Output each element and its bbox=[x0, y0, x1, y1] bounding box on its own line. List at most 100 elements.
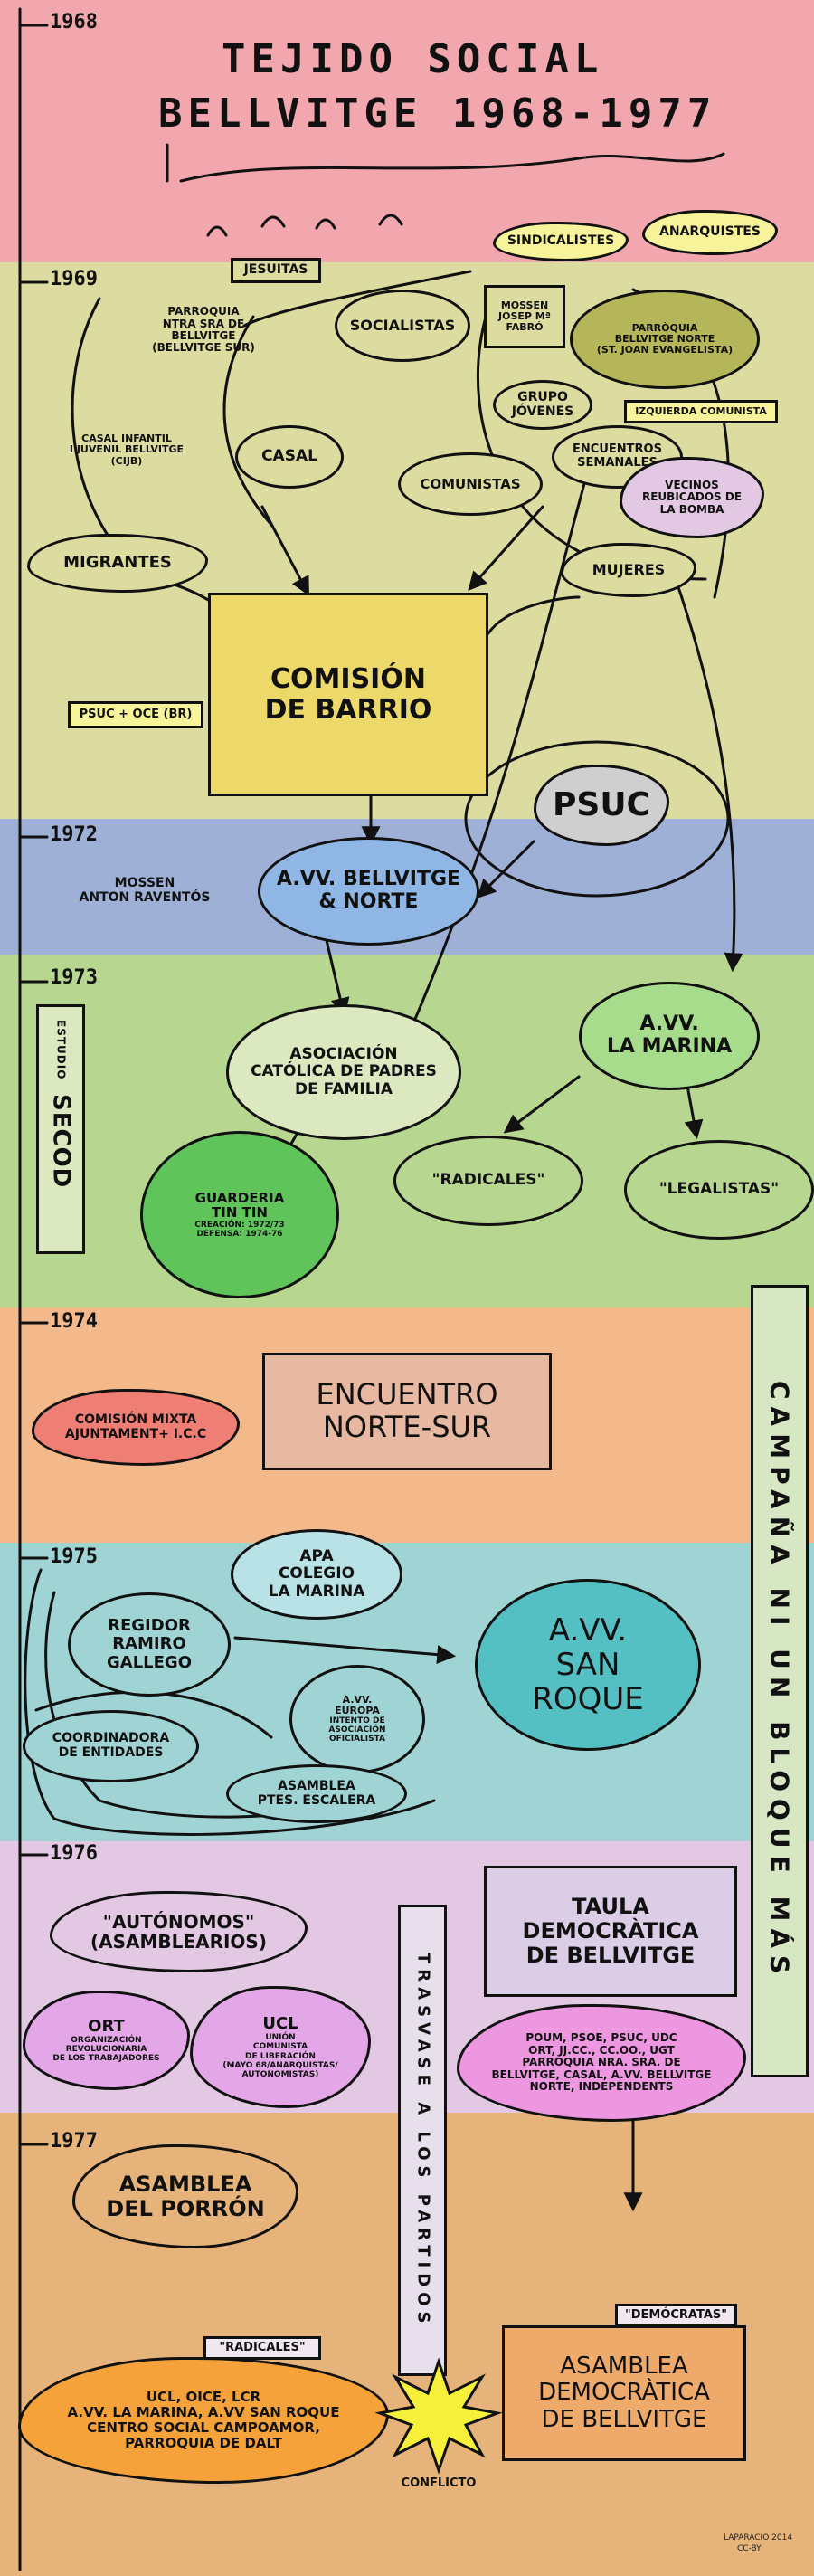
year-1977: 1977 bbox=[50, 2130, 98, 2153]
estudio-text: ESTUDIO bbox=[54, 1020, 68, 1080]
mossen-fabro-line: MOSSEN bbox=[500, 299, 549, 311]
radicales-77-line: UCL, OICE, LCR bbox=[146, 2389, 261, 2406]
node-migrantes: MIGRANTES bbox=[27, 534, 208, 593]
node-mujeres: MUJERES bbox=[561, 543, 696, 597]
parroquia-sur-line: NTRA SRA DE bbox=[162, 317, 245, 330]
node-psuc-oce: PSUC + OCE (BR) bbox=[68, 701, 204, 728]
node-autonomos: "AUTÓNOMOS"(ASAMBLEARIOS) bbox=[50, 1891, 308, 1972]
parroquia-sur-line: (BELLVITGE SUR) bbox=[152, 341, 255, 355]
conflicto-shape bbox=[375, 2357, 502, 2475]
comision-mixta-line: COMISIÓN MIXTA bbox=[74, 1412, 197, 1427]
mossen-fabro-line: FABRÓ bbox=[506, 321, 544, 334]
migrantes-label: MIGRANTES bbox=[63, 553, 172, 573]
node-avv-la-marina: A.VV.LA MARINA bbox=[579, 982, 760, 1090]
year-1972: 1972 bbox=[50, 823, 98, 846]
comunistas-label: COMUNISTAS bbox=[420, 475, 521, 492]
grupo-jovenes-line: GRUPO bbox=[517, 389, 568, 404]
avv-europa-line: OFICIALISTA bbox=[328, 1735, 386, 1744]
asamblea-democratica-line: DEMOCRÀTICA bbox=[538, 2379, 710, 2407]
avv-europa-line: INTENTO DE bbox=[329, 1716, 385, 1726]
encuentros-line: ENCUENTROS bbox=[573, 442, 662, 457]
legalistas-label: "LEGALISTAS" bbox=[658, 1180, 780, 1199]
avv-europa-line: ASOCIACIÓN bbox=[328, 1725, 386, 1735]
year-1973: 1973 bbox=[50, 966, 98, 989]
comision-barrio-line: COMISIÓN bbox=[270, 662, 426, 695]
casal-label: CASAL bbox=[261, 447, 317, 466]
node-avv-bellvitge-norte: A.VV. BELLVITGE& NORTE bbox=[258, 837, 479, 946]
asamblea-escalera-line: PTES. ESCALERA bbox=[257, 1792, 376, 1808]
guarderia-line: CREACIÓN: 1972/73 bbox=[194, 1221, 285, 1231]
catolica-padres-line: CATÓLICA DE PADRES bbox=[251, 1062, 437, 1081]
avv-san-roque-line: ROQUE bbox=[532, 1681, 644, 1718]
tavla-members-line: PARRÒQUIA NRA. SRA. DE bbox=[522, 2056, 681, 2069]
secod-text: SECOD bbox=[47, 1094, 75, 1189]
radicales-77-label-label: "RADICALES" bbox=[219, 2340, 306, 2354]
node-comunistas: COMUNISTAS bbox=[398, 452, 543, 516]
label-trasvase-partidos: TRASVASE A LOS PARTIDOS bbox=[398, 1905, 447, 2376]
vecinos-bomba-line: REUBICADOS DE bbox=[641, 490, 743, 504]
psuc-label: PSUC bbox=[553, 785, 650, 823]
conflicto-label: CONFLICTO bbox=[401, 2476, 477, 2490]
conflicto-starburst bbox=[375, 2357, 502, 2475]
ort-line: DE LOS TRABAJADORES bbox=[52, 2054, 160, 2064]
mujeres-label: MUJERES bbox=[592, 561, 666, 579]
coordinadora-line: DE ENTIDADES bbox=[58, 1745, 164, 1760]
year-1969: 1969 bbox=[50, 268, 98, 290]
autonomos-line: (ASAMBLEARIOS) bbox=[90, 1931, 267, 1953]
apa-colegio-line: LA MARINA bbox=[268, 1582, 365, 1601]
tavla-members-line: ORT, JJ.CC., CC.OO., UGT bbox=[528, 2043, 675, 2057]
grupo-jovenes-line: JÓVENES bbox=[511, 404, 574, 419]
tavla-members-line: POUM, PSOE, PSUC, UDC bbox=[525, 2031, 677, 2045]
avv-marina-line: A.VV. bbox=[639, 1012, 699, 1036]
ort-line: ORGANIZACIÓN bbox=[71, 2035, 142, 2045]
radicales-73-label: "RADICALES" bbox=[431, 1171, 545, 1190]
label-campana-ni-un-bloque-mas: CAMPAÑA NI UN BLOQUE MÁS bbox=[751, 1285, 809, 2077]
trasvase-text: TRASVASE A LOS PARTIDOS bbox=[413, 1952, 433, 2329]
casal-infantil-line: (CIJB) bbox=[110, 454, 143, 467]
asamblea-democratica-line: ASAMBLEA bbox=[560, 2353, 688, 2381]
avv-marina-line: LA MARINA bbox=[606, 1035, 733, 1058]
node-conflicto: CONFLICTO bbox=[380, 2475, 497, 2493]
node-radicales-1973: "RADICALES" bbox=[393, 1136, 583, 1226]
node-casal: CASAL bbox=[235, 425, 344, 489]
guarderia-line: GUARDERIA bbox=[194, 1189, 285, 1206]
mossen-raventos-line: MOSSEN bbox=[114, 876, 175, 891]
label-estudio-secod: ESTUDIO SECOD bbox=[36, 1004, 85, 1254]
izquierda-comunista-label: IZQUIERDA COMUNISTA bbox=[635, 404, 767, 417]
tavla-line: DE BELLVITGE bbox=[525, 1942, 696, 1968]
ucl-line: DE LIBERACIÓN bbox=[245, 2051, 316, 2061]
node-socialistas: SOCIALISTAS bbox=[335, 290, 470, 362]
tavla-line: TAULA bbox=[572, 1894, 649, 1920]
psuc-oce-label: PSUC + OCE (BR) bbox=[79, 707, 193, 721]
jesuitas-label: JESUITAS bbox=[243, 262, 308, 278]
parroquia-norte-line: (ST. JOAN EVANGELISTA) bbox=[596, 344, 734, 356]
asamblea-escalera-line: ASAMBLEA bbox=[278, 1778, 355, 1793]
encuentro-norte-sur-line: NORTE-SUR bbox=[322, 1410, 492, 1444]
parroquia-sur-line: PARROQUIA bbox=[167, 305, 240, 318]
year-1974: 1974 bbox=[50, 1310, 98, 1333]
radicales-77-line: CENTRO SOCIAL CAMPOAMOR, bbox=[87, 2419, 320, 2436]
anarquistes-label: ANARQUISTES bbox=[659, 224, 761, 240]
regidor-line: GALLEGO bbox=[106, 1652, 193, 1672]
apa-colegio-line: APA bbox=[299, 1547, 334, 1566]
node-jesuitas: JESUITAS bbox=[231, 258, 321, 283]
radicales-77-line: PARROQUIA DE DALT bbox=[125, 2434, 282, 2451]
campana-text: CAMPAÑA NI UN BLOQUE MÁS bbox=[764, 1381, 795, 1982]
avv-norte-line: A.VV. BELLVITGE bbox=[276, 868, 461, 891]
year-1968: 1968 bbox=[50, 11, 98, 33]
title-line-1: TEJIDO SOCIAL bbox=[222, 36, 604, 82]
asamblea-democratica-line: DE BELLVITGE bbox=[541, 2405, 707, 2433]
vecinos-bomba-line: VECINOS bbox=[665, 478, 719, 491]
